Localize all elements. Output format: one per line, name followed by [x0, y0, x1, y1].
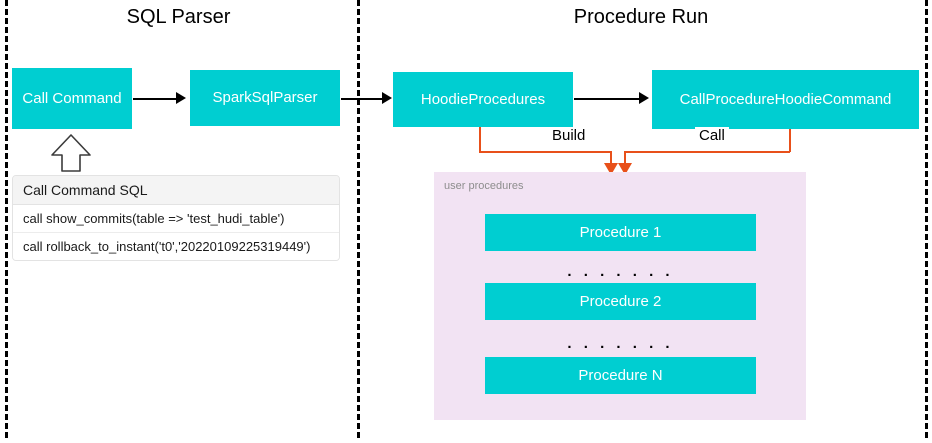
section-title-sql-parser: SQL Parser [126, 6, 231, 28]
node-hoodie-procedures[interactable]: HoodieProcedures [393, 72, 573, 127]
section-title-procedure-run: Procedure Run [573, 6, 709, 28]
build-edge-segment-horizontal [479, 151, 611, 153]
hollow-up-arrow-icon [50, 133, 92, 173]
sql-table-header: Call Command SQL [13, 176, 339, 205]
call-command-sql-table: Call Command SQL call show_commits(table… [12, 175, 340, 261]
call-edge-segment-vertical-end [624, 151, 626, 164]
edge-label-build: Build [548, 127, 590, 144]
arrow-hoodie-to-callprocedure-line [574, 98, 640, 100]
user-procedures-panel: user procedures Procedure 1 . . . . . . … [434, 172, 806, 420]
build-edge-segment-vertical-start [479, 127, 481, 152]
section-divider-left [5, 0, 8, 438]
arrow-call-command-to-spark-head-icon [176, 92, 186, 104]
build-edge-segment-vertical-end [610, 151, 612, 164]
procedure-ellipsis-2: . . . . . . . [567, 335, 674, 352]
node-spark-sql-parser[interactable]: SparkSqlParser [190, 70, 340, 126]
procedure-ellipsis-1: . . . . . . . [567, 263, 674, 280]
procedure-item-1[interactable]: Procedure 1 [485, 214, 756, 251]
table-row: call show_commits(table => 'test_hudi_ta… [13, 205, 339, 233]
edge-label-call: Call [695, 127, 729, 144]
table-row: call rollback_to_instant('t0','202201092… [13, 233, 339, 260]
section-divider-right [925, 0, 928, 438]
arrow-call-command-to-spark-line [133, 98, 177, 100]
arrow-hoodie-to-callprocedure-head-icon [639, 92, 649, 104]
procedure-item-n[interactable]: Procedure N [485, 357, 756, 394]
node-call-command[interactable]: Call Command [12, 68, 132, 129]
node-call-procedure-hoodie-command[interactable]: CallProcedureHoodieCommand [652, 70, 919, 129]
call-edge-segment-horizontal [624, 151, 790, 153]
procedure-item-2[interactable]: Procedure 2 [485, 283, 756, 320]
arrow-spark-to-hoodie-line [341, 98, 383, 100]
section-divider-middle [357, 0, 360, 438]
user-procedures-panel-label: user procedures [444, 180, 524, 192]
call-edge-segment-vertical-start [789, 129, 791, 152]
arrow-spark-to-hoodie-head-icon [382, 92, 392, 104]
